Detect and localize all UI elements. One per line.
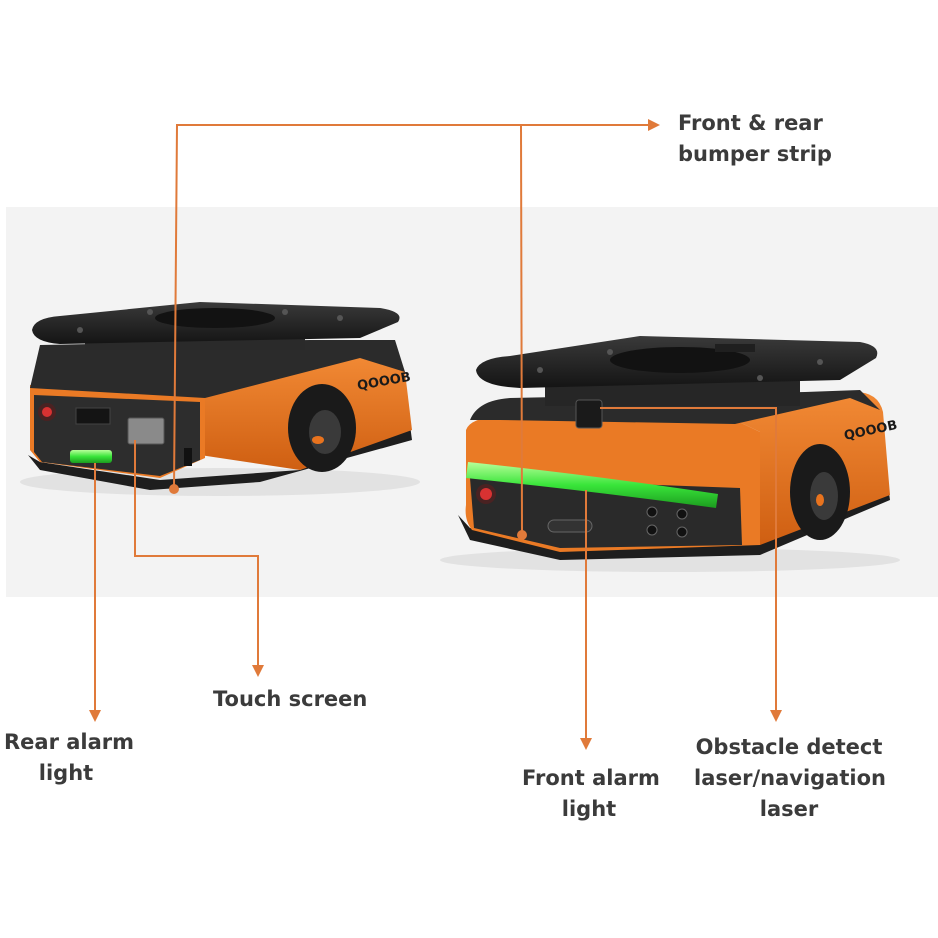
front-robot-alarm-light [466, 462, 718, 508]
front-robot-estop-button [480, 488, 492, 500]
touch-screen-label: Touch screen [213, 684, 367, 715]
rear-robot-port [75, 407, 111, 425]
callout-arrows [89, 119, 782, 750]
obstacle-laser-label-line: laser/navigation [694, 766, 886, 790]
front-robot-base [458, 485, 890, 560]
front-robot-control-button [676, 508, 688, 520]
plate-bolt [607, 349, 613, 355]
bumper-strip-label-line: bumper strip [678, 142, 832, 166]
laser-arrow-icon [770, 710, 782, 722]
front-alarm-label: Front alarm light [522, 763, 660, 825]
rear-robot-touch-screen [127, 417, 165, 445]
front-robot-wheel-hub [810, 472, 838, 520]
front-robot-control-button [646, 524, 658, 536]
laser-callout-line [600, 407, 777, 710]
front-robot-laser-sensor [575, 399, 603, 429]
front-robot-control-button [676, 526, 688, 538]
plate-bolt [147, 309, 153, 315]
rear-robot-wheel-hub [309, 410, 341, 454]
plate-bolt [282, 309, 288, 315]
plate-bolt [537, 367, 543, 373]
plate-bolt [817, 359, 823, 365]
bumper-strip-label: Front & rear bumper strip [678, 108, 832, 170]
front-robot-control-button [646, 506, 658, 518]
rear-robot-upper-body [30, 340, 405, 398]
front-robot-plate-hole [610, 347, 750, 373]
rear-alarm-label: Rear alarm light [4, 727, 135, 789]
plate-bolt [757, 375, 763, 381]
obstacle-laser-label: Obstacle detect laser/navigation laser [694, 732, 886, 825]
bumper-callout-line [173, 124, 648, 489]
touch-screen-callout-line [134, 440, 259, 665]
bumper-anchor-dot [169, 484, 179, 494]
front-robot-wheel-light [816, 494, 824, 506]
touch-screen-arrow-icon [252, 665, 264, 677]
touch-screen-label-line: Touch screen [213, 687, 368, 711]
callout-lines [94, 124, 777, 738]
rear-robot-estop-button [42, 407, 52, 417]
obstacle-laser-label-line: laser [759, 797, 819, 821]
plate-bolt [337, 315, 343, 321]
rear-alarm-arrow-icon [89, 710, 101, 722]
rear-robot-slot [184, 448, 192, 466]
rear-robot: QOOOB [20, 302, 420, 496]
bumper-arrow-icon [648, 119, 660, 131]
rear-robot-alarm-light [70, 450, 112, 463]
front-alarm-label-line: light [561, 797, 617, 821]
front-alarm-arrow-icon [580, 738, 592, 750]
obstacle-laser-label-line: Obstacle detect [695, 735, 883, 759]
bumper-callout-line-front [520, 124, 523, 534]
front-robot-charge-port [547, 519, 593, 533]
plate-bolt [77, 327, 83, 333]
front-robot: QOOOB [440, 336, 900, 572]
rear-robot-wheel-light [312, 436, 324, 444]
front-alarm-label-line: Front alarm [522, 766, 660, 790]
rear-alarm-label-line: light [38, 761, 94, 785]
bumper-front-anchor-dot [517, 530, 527, 540]
front-robot-plate-slot [715, 344, 755, 352]
rear-robot-plate-hole [155, 308, 275, 328]
rear-alarm-label-line: Rear alarm [4, 730, 135, 754]
bumper-strip-label-line: Front & rear [678, 111, 823, 135]
